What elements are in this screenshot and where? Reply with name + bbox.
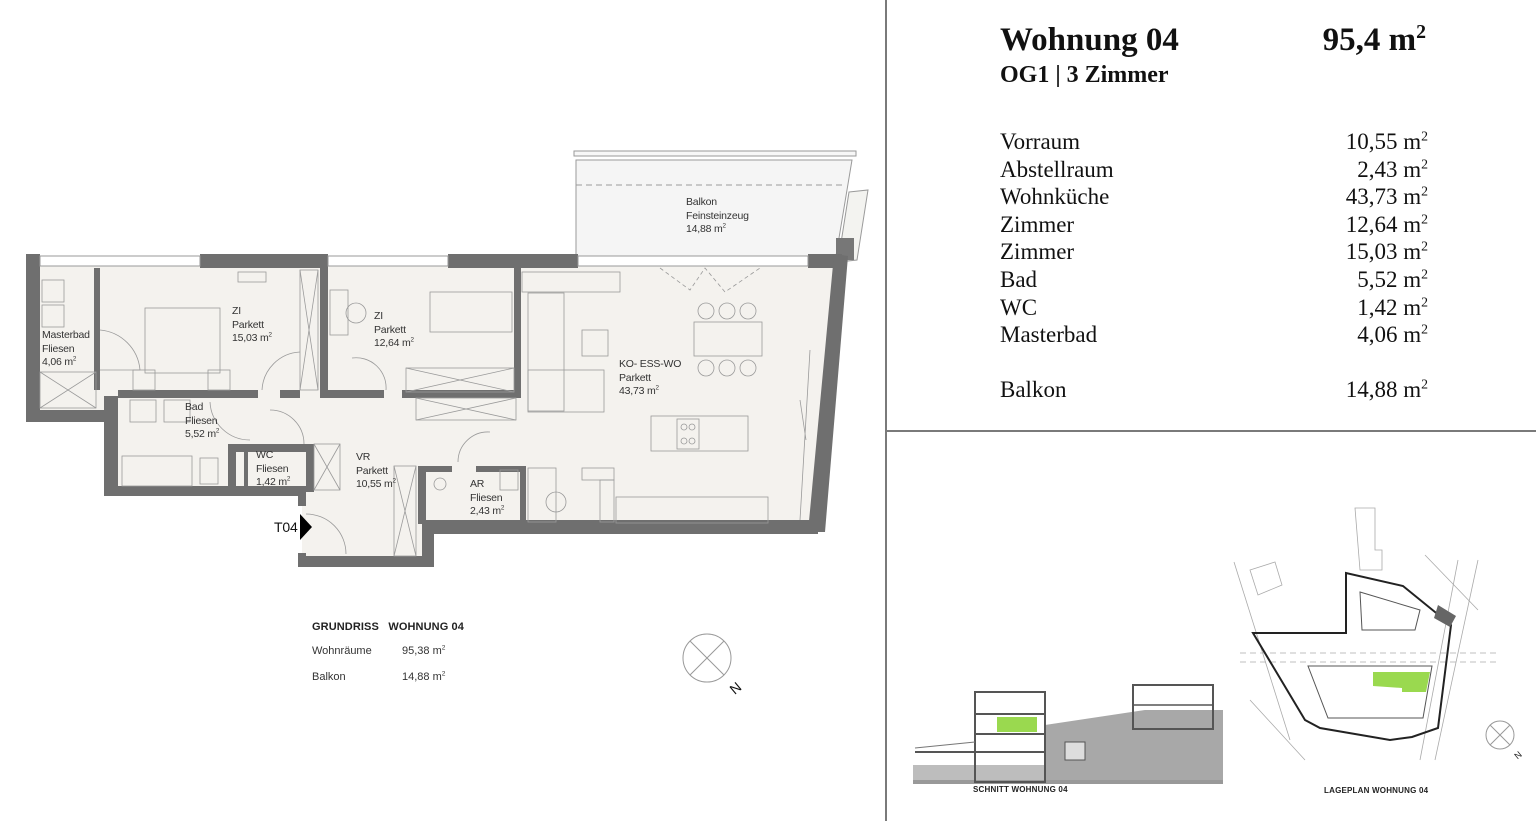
svg-text:N: N [726,679,744,698]
highlighted-unit [1373,672,1430,692]
apartment-title: Wohnung 04 [1000,22,1179,58]
room-label-balkon: Balkon Feinsteinzeug 14,88 m2 [686,196,749,235]
section-caption: SCHNITT WOHNUNG 04 [973,785,1068,794]
entrance-label: T04 [274,519,298,535]
room-label-masterbad: Masterbad Fliesen 4,06 m2 [42,329,90,368]
room-label-zimmer-1: ZI Parkett 15,03 m2 [232,305,272,344]
horizontal-divider [886,430,1536,432]
room-label-wohnkueche: KO- ESS-WO Parkett 43,73 m2 [619,358,682,397]
site-plan: N [1230,500,1536,780]
room-label-zimmer-2: ZI Parkett 12,64 m2 [374,310,414,349]
furniture [39,267,811,557]
plan-legend: GRUNDRISS WOHNUNG 04 Wohnräume 95,38 m2 … [312,621,464,697]
vertical-divider [885,0,887,821]
walls [26,254,848,567]
apartment-subtitle: OG1 | 3 Zimmer [1000,62,1169,88]
highlighted-unit [997,717,1037,732]
legend-title: GRUNDRISS WOHNUNG 04 [312,621,464,633]
site-caption: LAGEPLAN WOHNUNG 04 [1324,786,1429,795]
balcony-area [573,150,869,263]
floor-plan: N Balkon Feinsteinzeug 14,88 m2 Masterba… [26,150,869,698]
legend-row: Wohnräume 95,38 m2 [312,644,446,657]
room-label-abstellraum: AR Fliesen 2,43 m2 [470,478,505,517]
legend-table: Wohnräume 95,38 m2 Balkon 14,88 m2 [312,645,445,697]
section-drawing [905,680,1225,800]
room-label-vorraum: VR Parkett 10,55 m2 [356,451,396,490]
legend-row: Balkon 14,88 m2 [312,670,446,683]
apartment-total-area: 95,4 m2 [1322,21,1426,58]
svg-text:N: N [1512,749,1523,761]
north-arrow-icon [682,633,732,683]
room-label-bad: Bad Fliesen 5,52 m2 [185,401,220,440]
floor-plan-drawing: N [26,150,869,698]
entrance-arrow-icon [300,514,312,540]
room-label-wc: WC Fliesen 1,42 m2 [256,449,291,488]
